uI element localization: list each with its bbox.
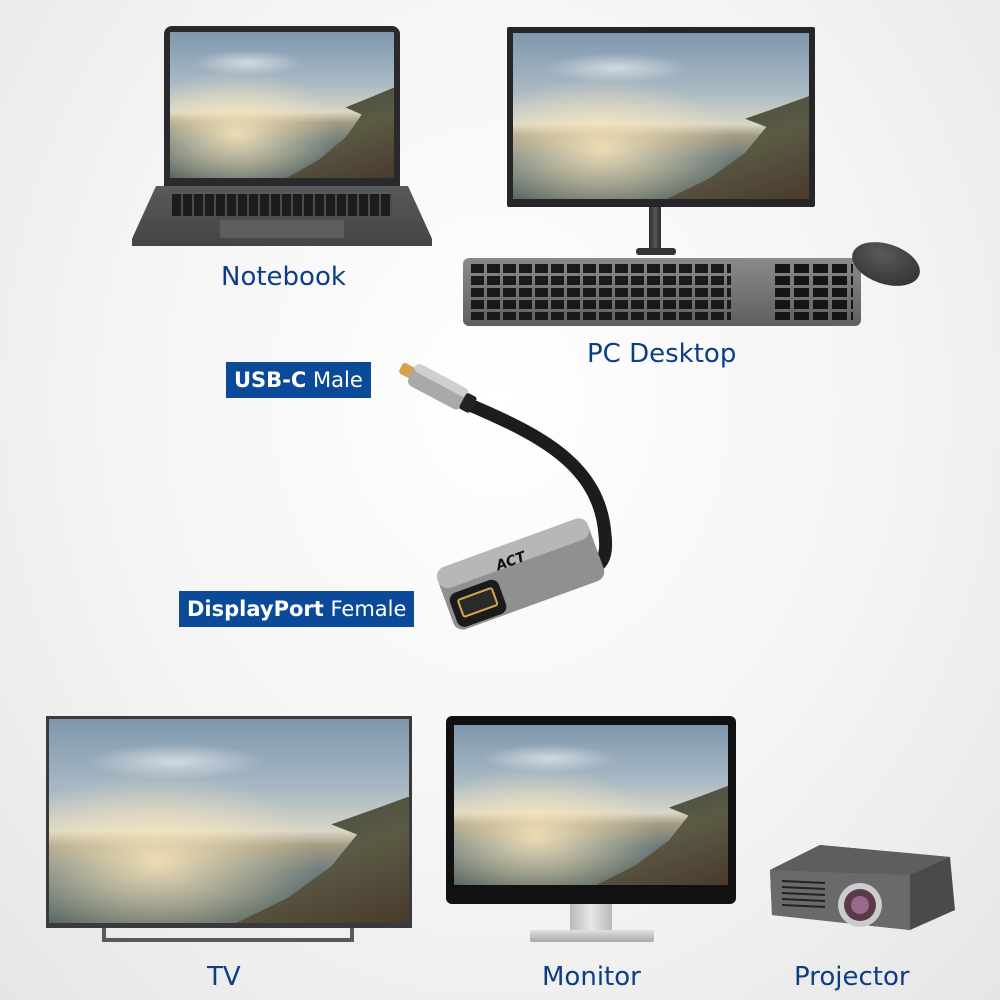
notebook-lid bbox=[164, 26, 400, 186]
monitor-label: Monitor bbox=[542, 962, 641, 992]
monitor-screen bbox=[454, 725, 728, 885]
notebook-base bbox=[132, 186, 432, 246]
keyboard-numpad bbox=[775, 264, 853, 320]
displayport-female-label: DisplayPort Female bbox=[179, 591, 415, 627]
notebook-keyboard bbox=[172, 194, 392, 216]
monitor-stand-base bbox=[530, 930, 654, 942]
notebook-screen bbox=[170, 32, 394, 178]
desktop-monitor bbox=[507, 27, 815, 207]
usb-c-label-bold: USB-C bbox=[234, 368, 307, 392]
pc-desktop-label: PC Desktop bbox=[587, 339, 737, 369]
monitor-illustration bbox=[446, 716, 736, 904]
monitor-arm-pole bbox=[649, 207, 661, 252]
usb-c-label-rest: Male bbox=[313, 368, 363, 392]
desktop-keyboard bbox=[463, 258, 861, 326]
displayport-label-bold: DisplayPort bbox=[187, 597, 324, 621]
notebook-touchpad bbox=[220, 220, 344, 238]
displayport-label-rest: Female bbox=[330, 597, 407, 621]
desktop-screen bbox=[513, 33, 809, 199]
usb-c-adapter-illustration: ACT bbox=[399, 363, 613, 630]
tv-label: TV bbox=[207, 962, 241, 992]
tv-stand bbox=[102, 928, 354, 942]
notebook-label: Notebook bbox=[221, 262, 346, 292]
keyboard-keys bbox=[471, 264, 731, 320]
usb-c-male-label: USB-C Male bbox=[226, 362, 371, 398]
notebook-illustration bbox=[132, 26, 432, 256]
monitor-arm-base bbox=[636, 248, 676, 255]
tv-screen bbox=[49, 719, 409, 923]
tv-illustration bbox=[46, 716, 412, 928]
projector-illustration bbox=[770, 845, 955, 930]
monitor-stand-neck bbox=[570, 904, 612, 932]
projector-label: Projector bbox=[794, 962, 910, 992]
